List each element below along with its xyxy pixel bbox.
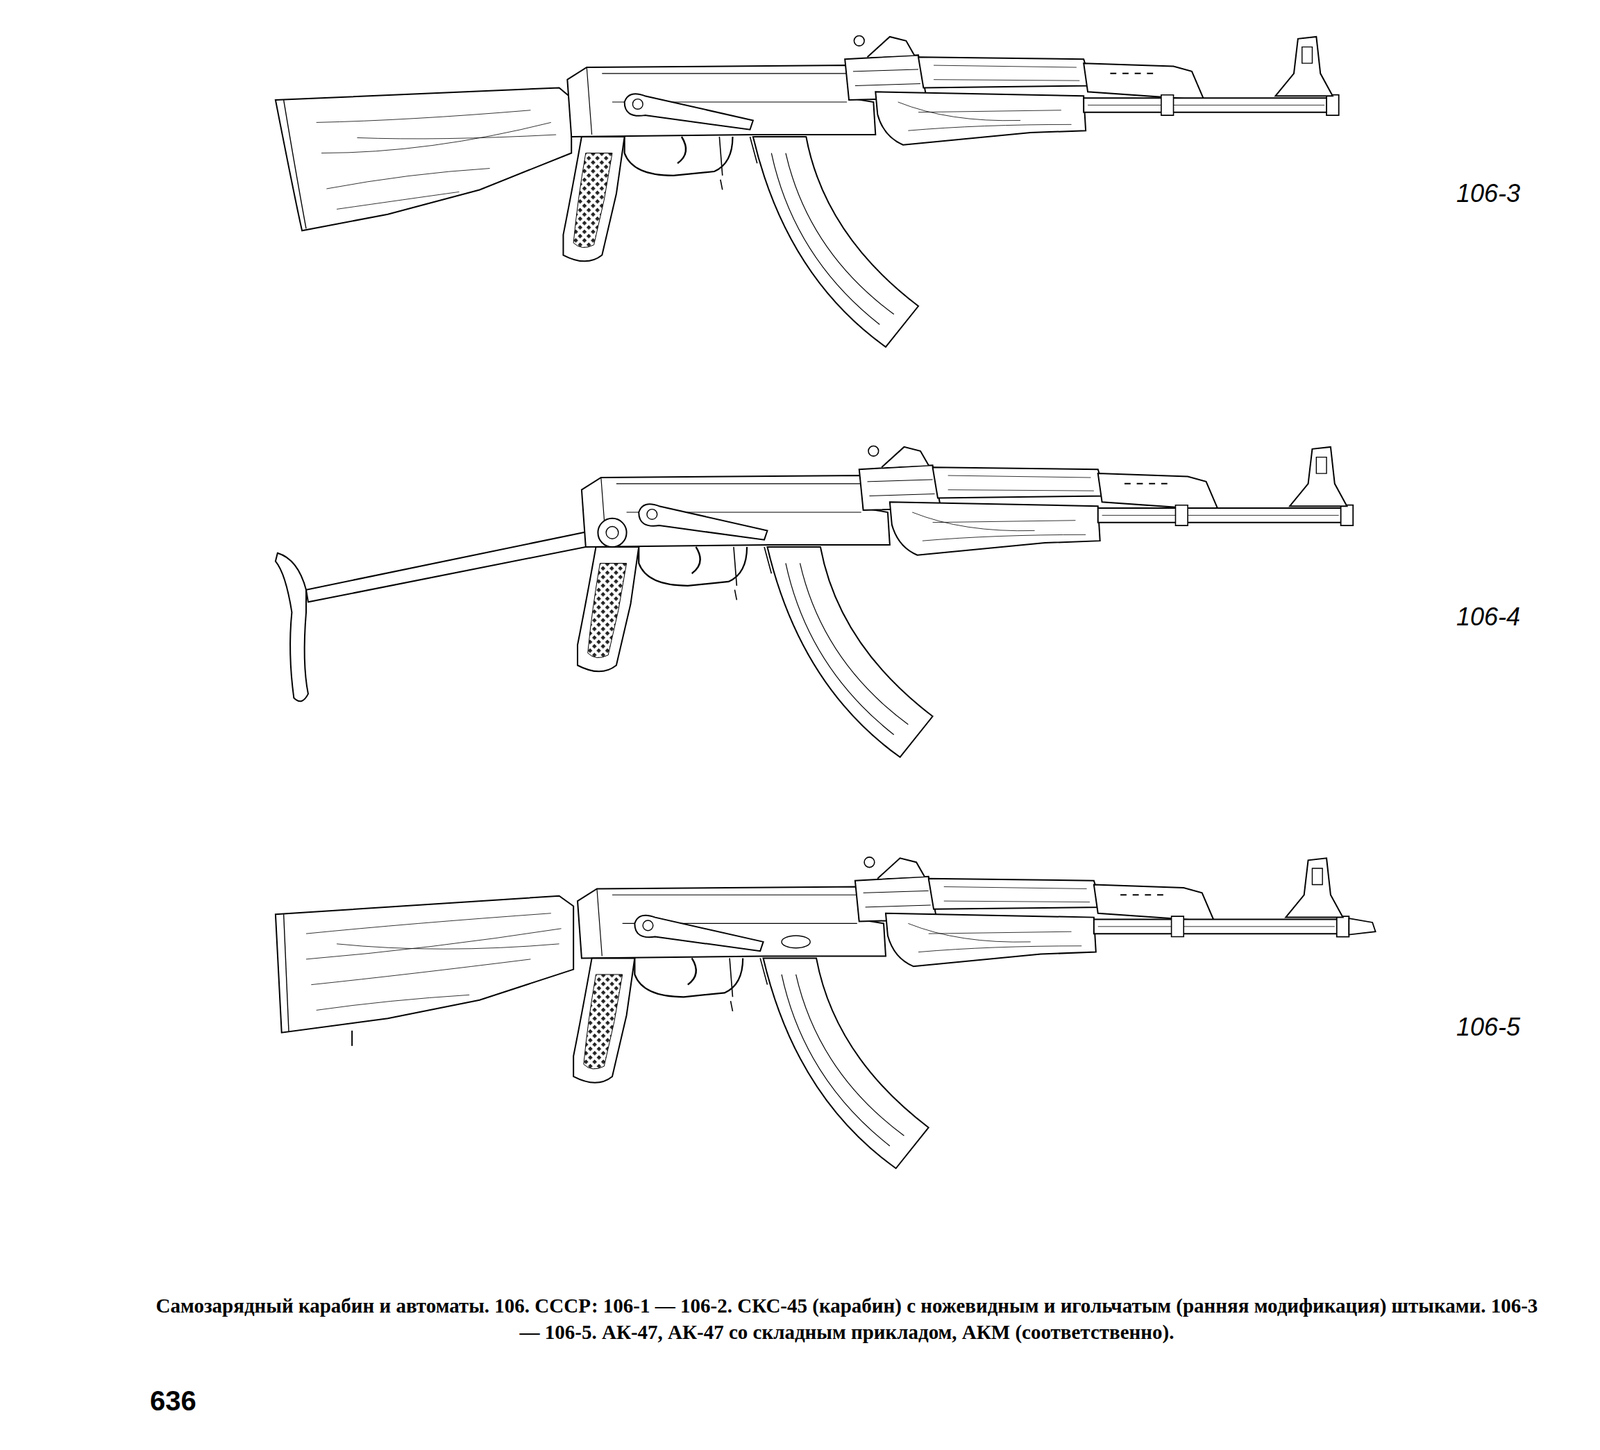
rifle-part [573,857,1349,1169]
rifle-part [316,110,557,210]
figure-number: 106-4 [1456,602,1521,632]
rifle-part [306,526,617,603]
figure-number: 106-3 [1456,179,1521,209]
rifle-part [283,99,307,229]
rifle-part [283,914,289,1032]
rifle-part [573,857,1376,1169]
rifle-part [577,445,1353,757]
rifle-part [781,935,811,949]
rifle-part [1348,918,1376,936]
rifle-part [351,1030,353,1047]
page-number: 636 [149,1385,197,1417]
figure-number: 106-5 [1456,1012,1521,1042]
rifle-part [306,913,562,1011]
rifle-part [275,896,574,1033]
rifle-part [605,526,619,540]
rifle-part [577,445,1353,757]
rifle-ak47-folding [275,445,1353,757]
rifle-part [597,518,627,547]
rifle-part [562,35,1339,347]
rifle-akm [275,857,1376,1169]
rifle-part [275,553,309,702]
rifle-ak47 [275,35,1340,347]
rifle-part [275,87,572,231]
figure-caption: Самозарядный карабин и автоматы. 106. СС… [152,1292,1541,1346]
